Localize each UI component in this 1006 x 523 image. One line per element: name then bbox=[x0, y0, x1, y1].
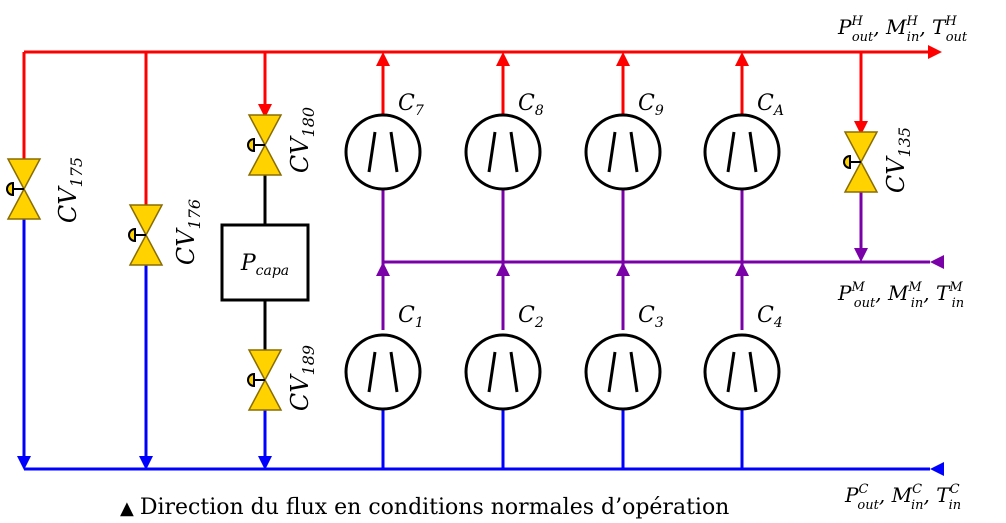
label-cv135: CV135 bbox=[882, 127, 914, 193]
compressor-c7 bbox=[344, 113, 422, 191]
cold-header bbox=[17, 218, 944, 476]
label-cv189: CV189 bbox=[286, 345, 318, 411]
valves bbox=[6, 114, 879, 411]
arrow-c9-up bbox=[616, 52, 630, 66]
hot-header-arrow bbox=[928, 45, 942, 59]
capacity-branch bbox=[220, 175, 310, 350]
arrow-c8-up bbox=[496, 52, 510, 66]
medium-inlet-arrow bbox=[930, 255, 944, 269]
label-cv176: CV176 bbox=[172, 199, 204, 265]
valve-cv175 bbox=[6, 158, 42, 220]
arrow-into-cv180 bbox=[258, 104, 272, 118]
compressor-ca bbox=[703, 113, 781, 191]
flow-legend: ▲ Direction du flux en conditions normale… bbox=[120, 495, 729, 520]
label-cv180: CV180 bbox=[286, 107, 318, 173]
compressor-c1 bbox=[344, 333, 422, 411]
arrow-cv175-down bbox=[17, 456, 31, 470]
compressor-c8 bbox=[464, 113, 542, 191]
cold-inlet-arrow bbox=[930, 462, 944, 476]
hot-header bbox=[22, 45, 942, 205]
label-c4: C4 bbox=[757, 303, 783, 331]
arrow-c1-up bbox=[376, 262, 390, 276]
label-c8: C8 bbox=[518, 91, 544, 119]
medium-header bbox=[376, 188, 944, 330]
label-c9: C9 bbox=[638, 91, 664, 119]
label-c3: C3 bbox=[638, 303, 664, 331]
labels: Pcapa CV175 CV176 CV180 CV189 CV135 C7 C… bbox=[54, 14, 968, 520]
arrow-into-cv135 bbox=[854, 121, 868, 135]
capacity-label: Pcapa bbox=[240, 251, 289, 279]
arrow-c2-up bbox=[496, 262, 510, 276]
arrow-cv176-down bbox=[139, 456, 153, 470]
arrow-ca-up bbox=[735, 52, 749, 66]
arrow-c7-up bbox=[376, 52, 390, 66]
valve-cv180 bbox=[247, 114, 283, 176]
compressor-c4 bbox=[703, 333, 781, 411]
flow-arrow-symbol: ▲ bbox=[120, 498, 134, 519]
arrow-c3-up bbox=[616, 262, 630, 276]
label-ca: CA bbox=[757, 91, 784, 119]
label-c1: C1 bbox=[398, 303, 424, 331]
valve-cv135 bbox=[843, 131, 879, 193]
compressor-c9 bbox=[584, 113, 662, 191]
compressor-c2 bbox=[464, 333, 542, 411]
capacity-box bbox=[220, 223, 310, 302]
hot-risers bbox=[376, 52, 749, 115]
label-cv175: CV175 bbox=[54, 157, 86, 223]
compressors bbox=[344, 113, 781, 411]
arrow-cv189-down bbox=[258, 456, 272, 470]
valve-cv176 bbox=[128, 204, 164, 266]
arrow-cv135-down bbox=[854, 248, 868, 262]
arrow-c4-up bbox=[735, 262, 749, 276]
flow-legend-text: Direction du flux en conditions normales… bbox=[140, 495, 730, 520]
label-c7: C7 bbox=[398, 91, 424, 119]
valve-cv189 bbox=[247, 349, 283, 411]
compressor-c3 bbox=[584, 333, 662, 411]
label-c2: C2 bbox=[518, 303, 544, 331]
